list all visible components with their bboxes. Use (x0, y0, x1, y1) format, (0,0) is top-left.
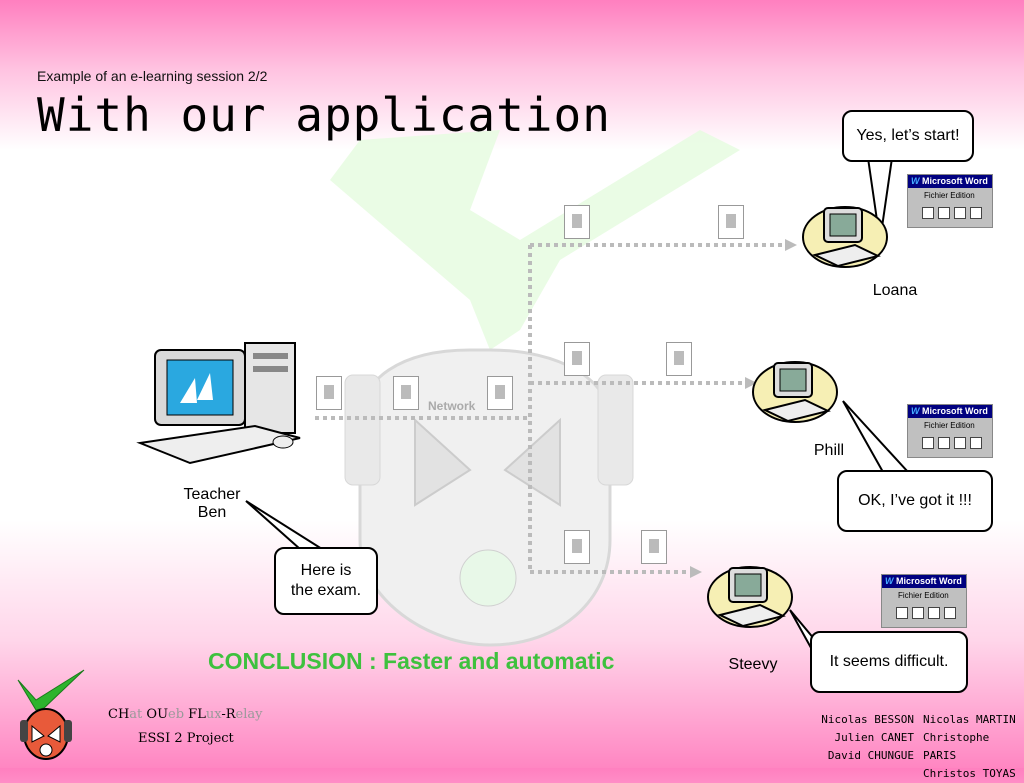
new-doc-icon (922, 437, 934, 449)
network-label: Network (428, 399, 476, 413)
word-toolbar-tools (908, 204, 992, 225)
brand-name: CHat OUeb FLux-Relay (108, 707, 263, 722)
teacher-computer-icon (136, 342, 301, 465)
mascot-logo (17, 669, 85, 760)
student-name-steevy: Steevy (728, 656, 778, 673)
document-icon (316, 376, 342, 410)
credits-left: Nicolas BESSON Julien CANET David CHUNGU… (821, 711, 914, 765)
open-icon (938, 207, 950, 219)
document-icon (487, 376, 513, 410)
project-label: ESSI 2 Project (138, 731, 234, 746)
save-icon (954, 207, 966, 219)
teacher-label-role: Teacher (183, 486, 241, 503)
slide-subtitle: Example of an e-learning session 2/2 (37, 68, 268, 84)
new-doc-icon (896, 607, 908, 619)
word-toolbar-menu: Fichier Edition (898, 591, 949, 600)
teacher-label-name: Ben (197, 504, 227, 521)
credit-name: Julien CANET (834, 731, 914, 744)
word-toolbar-tools (882, 604, 966, 625)
document-icon (666, 342, 692, 376)
student-name-phill: Phill (813, 442, 845, 459)
save-icon (928, 607, 940, 619)
student-name-loana: Loana (872, 282, 918, 299)
steevy-speech-bubble: It seems difficult. (810, 631, 968, 693)
word-logo-icon: W (885, 576, 894, 586)
save-icon (954, 437, 966, 449)
word-toolbar-menu: Fichier Edition (924, 191, 975, 200)
slide-title: With our application (37, 88, 611, 142)
word-toolbar-menu: Fichier Edition (924, 421, 975, 430)
student-computer-icon (802, 206, 888, 268)
credit-name: David CHUNGUE (827, 749, 914, 762)
teacher-bubble-line1: Here is (300, 562, 352, 579)
word-toolbar-tools (908, 434, 992, 455)
student-computer-icon (752, 361, 838, 423)
teacher-speech-bubble: Here is the exam. (274, 547, 378, 615)
credit-name: Nicolas BESSON (821, 713, 914, 726)
document-icon (564, 205, 590, 239)
student-computer-icon (707, 566, 793, 628)
phill-speech-bubble: OK, I’ve got it !!! (837, 470, 993, 532)
open-icon (912, 607, 924, 619)
conclusion-text: CONCLUSION : Faster and automatic (208, 648, 615, 674)
document-icon (393, 376, 419, 410)
loana-speech-bubble: Yes, let’s start! (842, 110, 974, 162)
document-icon (564, 530, 590, 564)
teacher-label: Teacher Ben (172, 486, 252, 522)
document-icon (564, 342, 590, 376)
print-icon (970, 437, 982, 449)
open-icon (938, 437, 950, 449)
print-icon (944, 607, 956, 619)
teacher-bubble-line2: the exam. (290, 582, 362, 599)
credit-name: Nicolas MARTIN (923, 713, 1016, 726)
document-icon (641, 530, 667, 564)
word-logo-icon: W (911, 176, 920, 186)
new-doc-icon (922, 207, 934, 219)
document-icon (718, 205, 744, 239)
credits-right: Nicolas MARTIN Christophe PARIS Christos… (923, 711, 1024, 783)
credit-name: Christophe PARIS (923, 731, 990, 762)
word-logo-icon: W (911, 406, 920, 416)
print-icon (970, 207, 982, 219)
